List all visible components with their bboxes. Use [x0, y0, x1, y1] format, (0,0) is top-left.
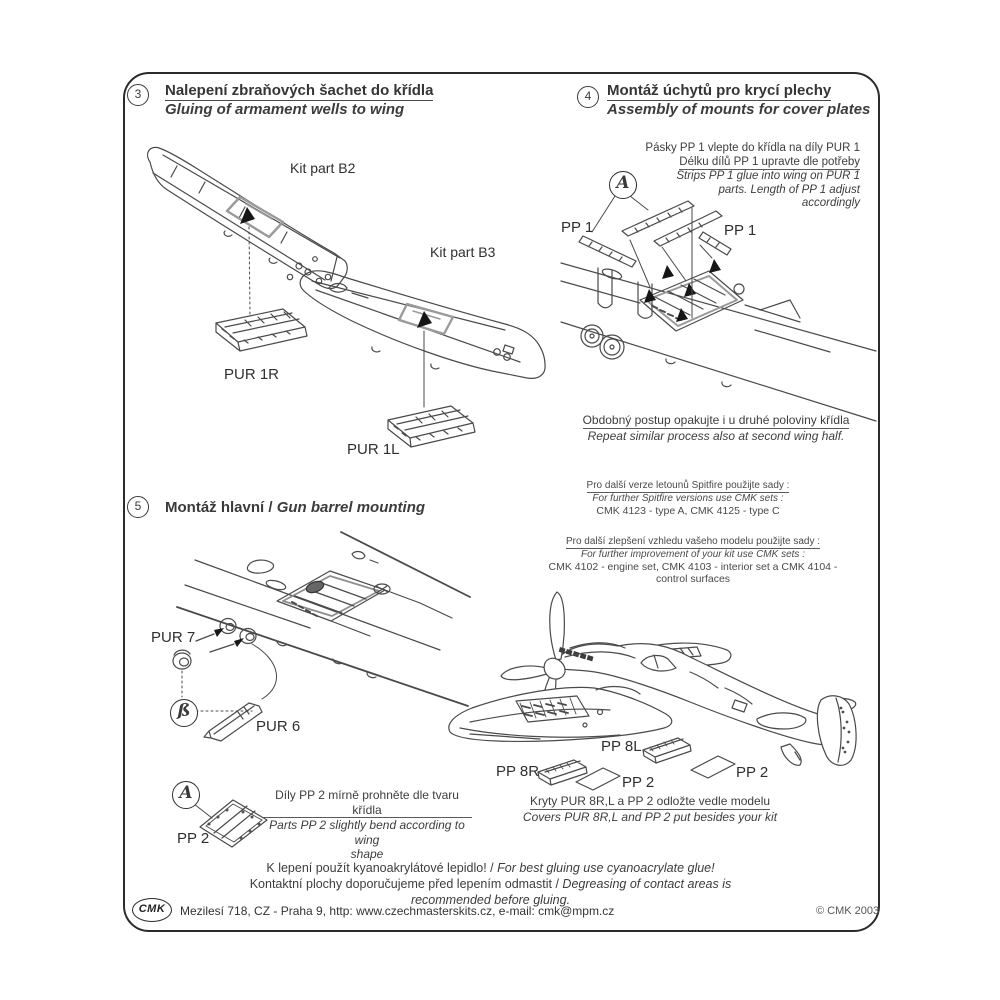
cmk-logo: CMK	[132, 898, 172, 922]
label-pp1-right: PP 1	[724, 222, 757, 239]
label-pp1-left: PP 1	[561, 219, 594, 236]
step4-note-en2: parts. Length of PP 1 adjust	[718, 183, 861, 196]
label-kit-part-b2: Kit part B2	[290, 160, 356, 176]
glue-line2-cz: Kontaktní plochy doporučujeme před lepen…	[249, 877, 559, 891]
step5-number-badge: 5	[127, 496, 149, 518]
step4-number-badge: 4	[577, 86, 599, 108]
pur-1l-drawing	[387, 405, 476, 448]
pp2-plate-drawing	[193, 799, 268, 848]
step5-title-en: Gun barrel mounting	[276, 499, 426, 516]
pur-1r-drawing	[215, 308, 308, 352]
repeat-en: Repeat similar process also at second wi…	[587, 428, 845, 443]
info-improve-sets: CMK 4102 - engine set, CMK 4103 - interi…	[548, 561, 838, 585]
step3-title-cz: Nalepení zbraňových šachet do křídla	[165, 82, 434, 101]
info-versions-en: For further Spitfire versions use CMK se…	[592, 493, 784, 504]
info-improve-cz: Pro další zlepšení vzhledu vašeho modelu…	[565, 536, 821, 549]
step4-note: Pásky PP 1 vlepte do křídla na díly PUR …	[560, 142, 860, 211]
step4-note-cz2: Délku dílů PP 1 upravte dle potřeby	[679, 156, 860, 170]
label-pp2-step5: PP 2	[177, 830, 210, 847]
glue-line2-en: Degreasing of contact areas is recommend…	[410, 877, 732, 907]
bend-cz: Díly PP 2 mírně prohněte dle tvaru křídl…	[262, 788, 472, 818]
step3-title-en: Gluing of armament wells to wing	[165, 101, 405, 118]
label-kit-part-b3: Kit part B3	[430, 244, 496, 260]
step4-wing-drawing	[560, 195, 877, 422]
info-versions-sets: CMK 4123 - type A, CMK 4125 - type C	[596, 505, 780, 517]
step4-title-cz: Montáž úchytů pro krycí plechy	[607, 82, 832, 101]
covers-en: Covers PUR 8R,L and PP 2 put besides you…	[522, 809, 778, 824]
step5-title-cz: Montáž hlavní	[165, 499, 265, 516]
glue-line1-en: For best gluing use cyanoacrylate glue!	[497, 861, 715, 875]
wing-b3-drawing	[299, 270, 546, 408]
sheet-border	[123, 72, 880, 932]
step5-title-separator: /	[264, 499, 277, 516]
bend-en1: Parts PP 2 slightly bend according to wi…	[269, 818, 465, 847]
footer-copyright: © CMK 2003	[816, 905, 880, 917]
step4-title-en: Assembly of mounts for cover plates	[607, 101, 871, 118]
covers-note: Kryty PUR 8R,L a PP 2 odložte vedle mode…	[505, 794, 795, 824]
wing-b2-drawing	[147, 146, 348, 315]
info-improve-en: For further improvement of your kit use …	[581, 549, 805, 560]
detail-marker-a-step4: A	[609, 171, 637, 199]
bend-en2: shape	[350, 847, 384, 861]
label-pp2-right: PP 2	[736, 764, 769, 781]
label-pp8l: PP 8L	[601, 738, 642, 755]
step3-heading: Nalepení zbraňových šachet do křídla Glu…	[165, 82, 434, 118]
label-pur7: PUR 7	[151, 629, 196, 646]
step4-note-en3: accordingly	[801, 197, 860, 209]
step3-number-badge: 3	[127, 84, 149, 106]
label-pur-1r: PUR 1R	[224, 366, 280, 383]
info-kit-improvement: Pro další zlepšení vzhledu vašeho modelu…	[540, 536, 846, 585]
pp2-bend-note: Díly PP 2 mírně prohněte dle tvaru křídl…	[262, 788, 472, 862]
label-pur-1l: PUR 1L	[347, 441, 400, 458]
step5-wing-drawing	[172, 531, 471, 742]
step4-note-en1: Strips PP 1 glue into wing on PUR 1	[676, 170, 860, 182]
step4-note-cz1: Pásky PP 1 vlepte do křídla na díly PUR …	[645, 142, 860, 154]
label-pur6: PUR 6	[256, 718, 301, 735]
detail-marker-a-step5: A	[172, 781, 200, 809]
spitfire-drawing	[448, 591, 857, 766]
label-pp2-mid: PP 2	[622, 774, 655, 791]
detail-marker-b: ß	[170, 699, 198, 727]
repeat-cz: Obdobný postup opakujte i u druhé polovi…	[582, 413, 850, 429]
step4-heading: Montáž úchytů pro krycí plechy Assembly …	[607, 82, 870, 118]
info-versions-cz: Pro další verze letounů Spitfire použijt…	[586, 480, 790, 493]
cover-parts-drawing	[537, 737, 736, 791]
step5-heading: Montáž hlavní / Gun barrel mounting	[165, 499, 425, 517]
label-pp8r: PP 8R	[496, 763, 540, 780]
step4-repeat-note: Obdobný postup opakujte i u druhé polovi…	[566, 413, 866, 443]
covers-cz: Kryty PUR 8R,L a PP 2 odložte vedle mode…	[529, 794, 771, 810]
glue-note: K lepení použít kyanoakrylátové lepidlo!…	[238, 860, 743, 908]
glue-line1-cz: K lepení použít kyanoakrylátové lepidlo!…	[266, 861, 494, 875]
footer-address: Mezilesí 718, CZ - Praha 9, http: www.cz…	[180, 904, 615, 918]
info-spitfire-versions: Pro další verze letounů Spitfire použijt…	[568, 480, 808, 517]
